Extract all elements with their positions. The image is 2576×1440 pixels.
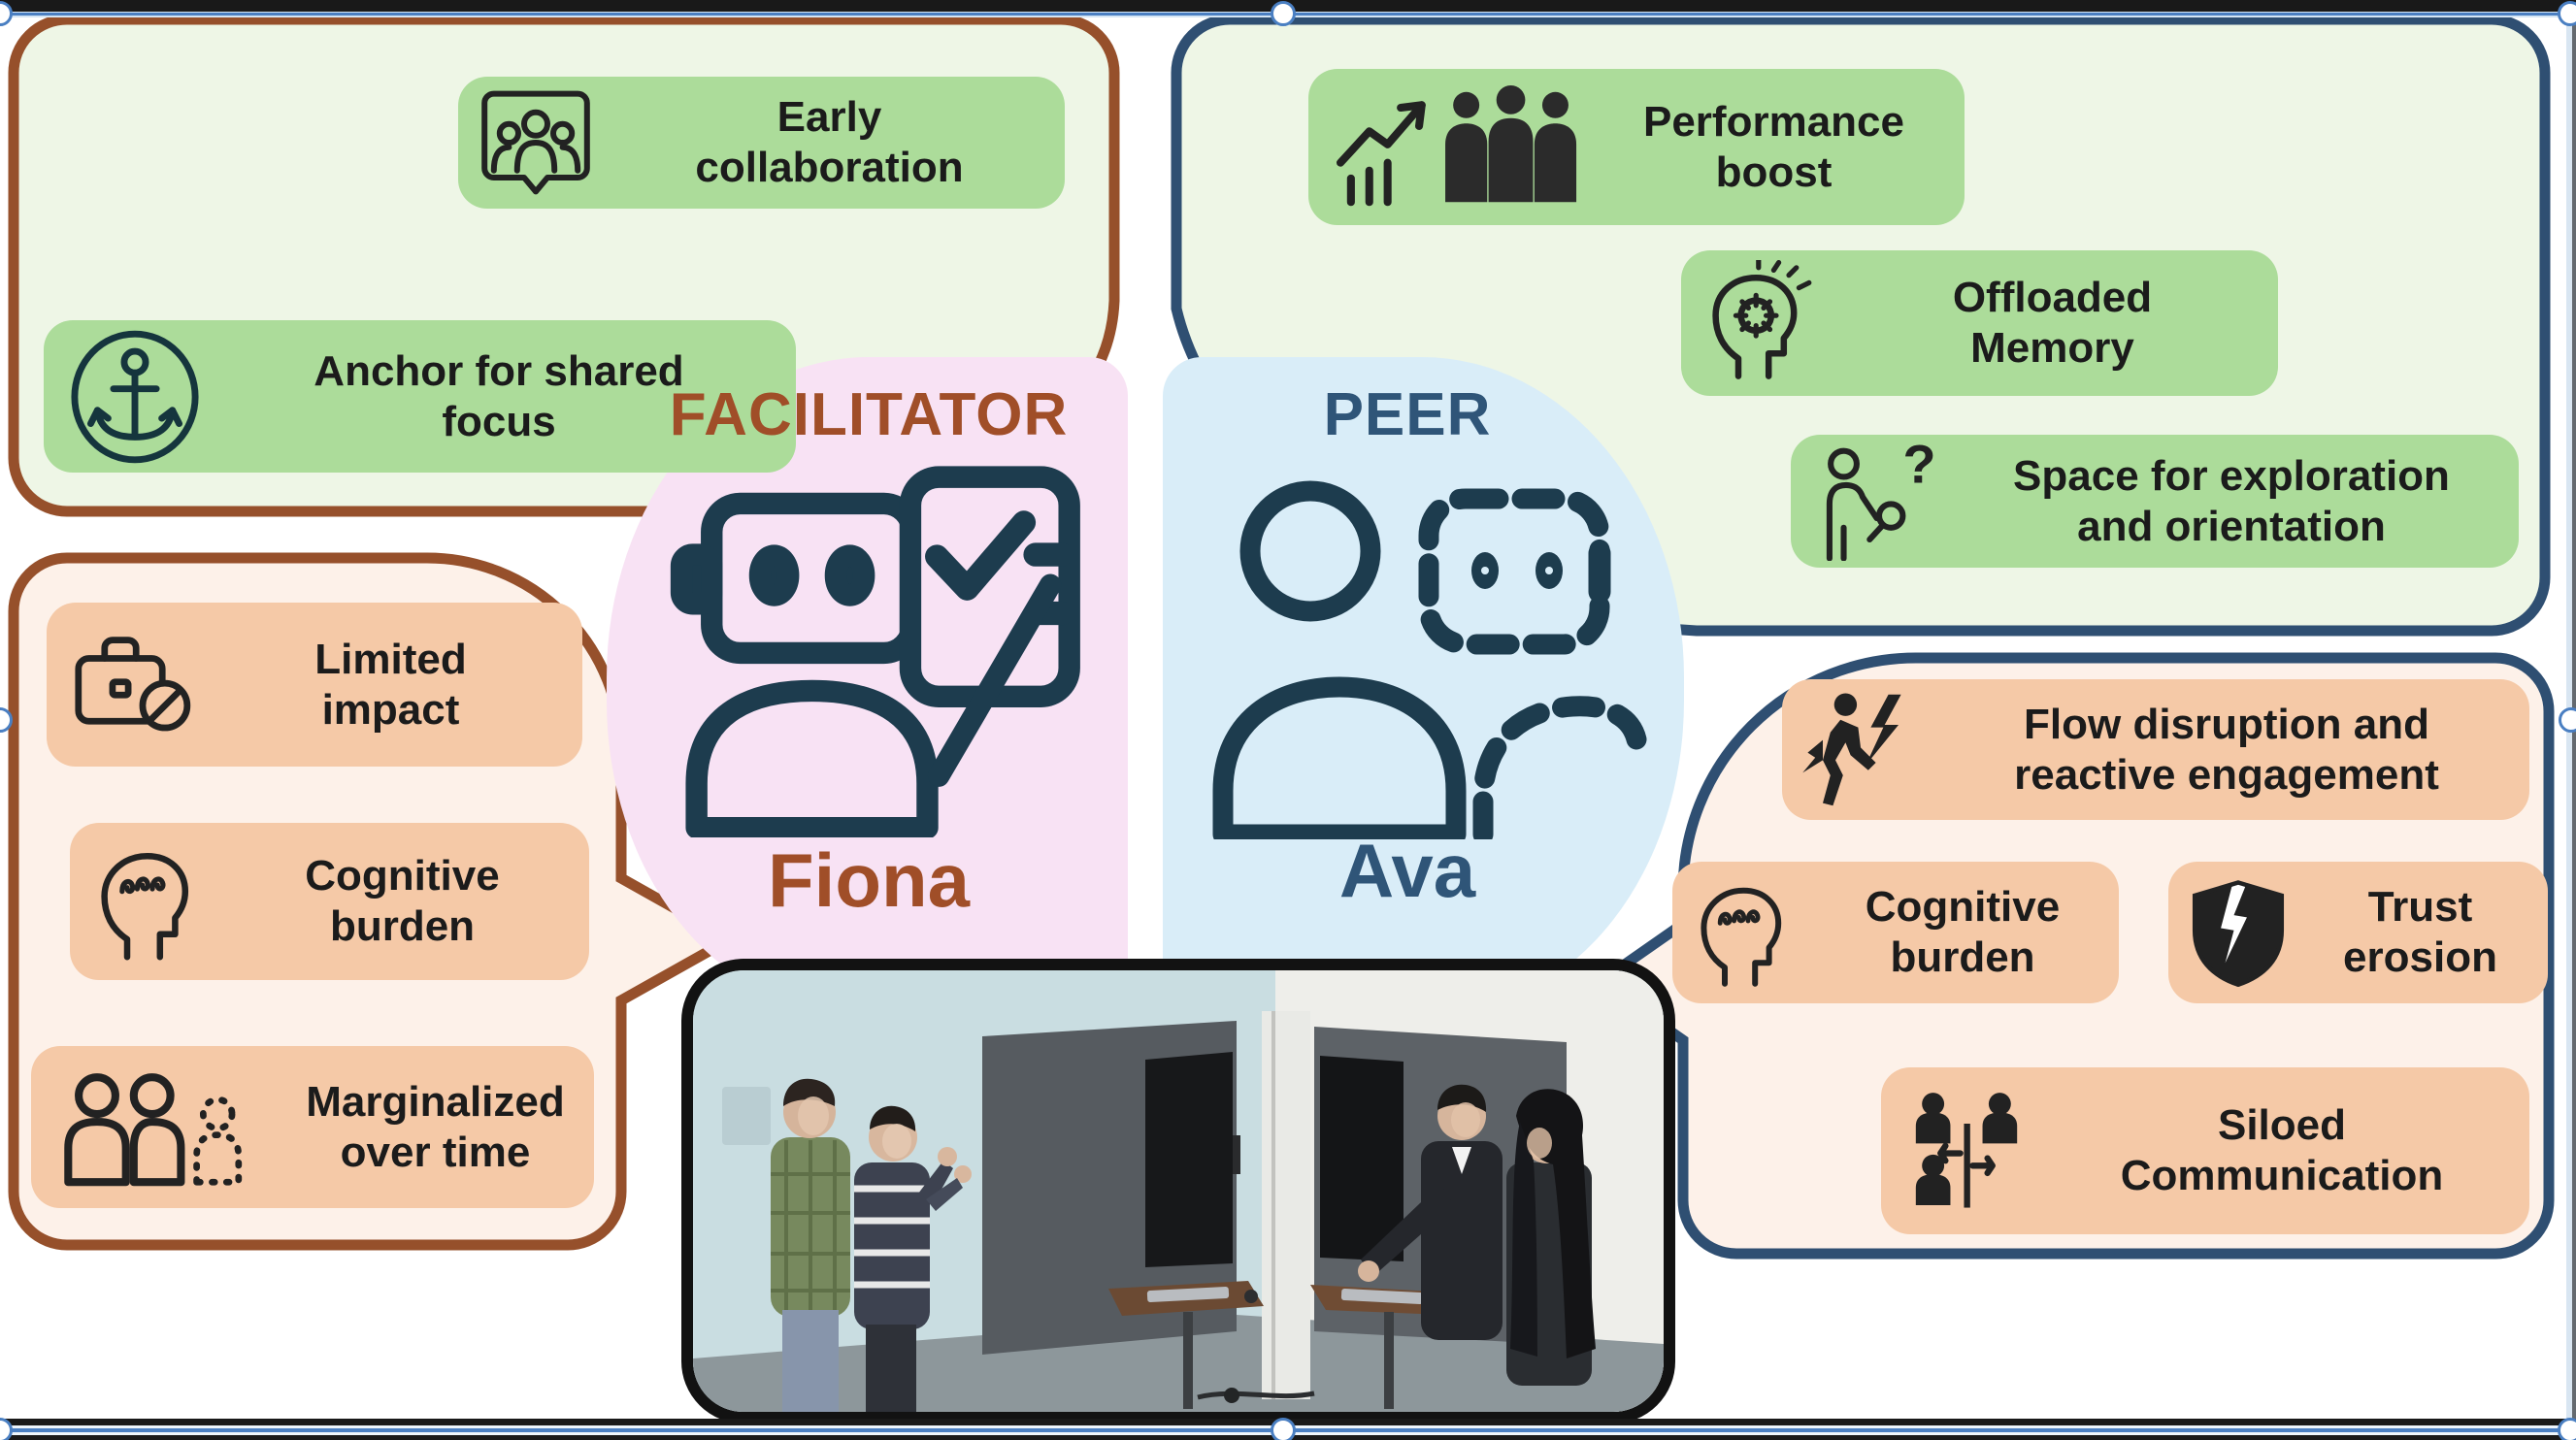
- pill-space-exploration: ? Space for exploration and orientation: [1791, 435, 2519, 568]
- peer-human-robot-icon: [1192, 456, 1648, 845]
- pill-limited-impact: Limited impact: [47, 603, 582, 767]
- pill-early-collaboration: Early collaboration: [458, 77, 1065, 209]
- briefcase-blocked-icon: [68, 619, 199, 750]
- pill-cognitive-burden-facilitator: Cognitive burden: [70, 823, 589, 980]
- performance-chart-people-icon: [1326, 82, 1583, 213]
- siloed-communication-icon: [1899, 1083, 2034, 1219]
- selection-handle-bottom-center[interactable]: [1271, 1418, 1296, 1440]
- facilitator-robot-icon: [652, 464, 1089, 842]
- facilitator-role-label: FACILITATOR: [669, 381, 1069, 448]
- pill-anchor-shared-focus: Anchor for shared focus: [44, 320, 796, 473]
- selection-handle-top-center[interactable]: [1271, 1, 1296, 26]
- pill-offloaded-memory: Offloaded Memory: [1681, 250, 2278, 396]
- selection-handle-right-middle[interactable]: [2559, 707, 2576, 733]
- facilitator-name: Fiona: [768, 837, 970, 923]
- cognitive-burden-head-icon: [1690, 874, 1806, 991]
- group-speech-bubble-icon: [478, 84, 594, 201]
- selection-handle-bottom-right[interactable]: [2558, 1418, 2576, 1440]
- anchor-icon: [68, 330, 202, 464]
- pill-flow-disruption: Flow disruption and reactive engagement: [1782, 679, 2529, 820]
- trust-erosion-shield-icon: [2184, 878, 2293, 987]
- pill-cognitive-burden-peer: Cognitive burden: [1672, 862, 2119, 1003]
- marginalized-people-icon: [49, 1062, 277, 1193]
- selection-handle-top-right[interactable]: [2558, 1, 2576, 26]
- pill-marginalized-over-time: Marginalized over time: [31, 1046, 594, 1208]
- peer-role-label: PEER: [1323, 381, 1492, 448]
- study-room-photo: [681, 959, 1675, 1424]
- pill-trust-erosion: Trust erosion: [2168, 862, 2548, 1003]
- selection-handle-bottom-left[interactable]: [0, 1418, 13, 1440]
- exploration-person-question-icon: ?: [1808, 442, 1944, 561]
- offloaded-memory-head-gear-icon: [1701, 260, 1827, 386]
- pill-performance-boost: Performance boost: [1308, 69, 1965, 225]
- svg-text:?: ?: [1902, 442, 1935, 495]
- pill-siloed-communication: Siloed Communication: [1881, 1067, 2529, 1234]
- cognitive-burden-head-icon: [89, 838, 215, 965]
- peer-name: Ava: [1338, 828, 1476, 913]
- flow-disruption-walking-bolt-icon: [1798, 687, 1924, 813]
- peer-panel: [1163, 357, 1684, 1011]
